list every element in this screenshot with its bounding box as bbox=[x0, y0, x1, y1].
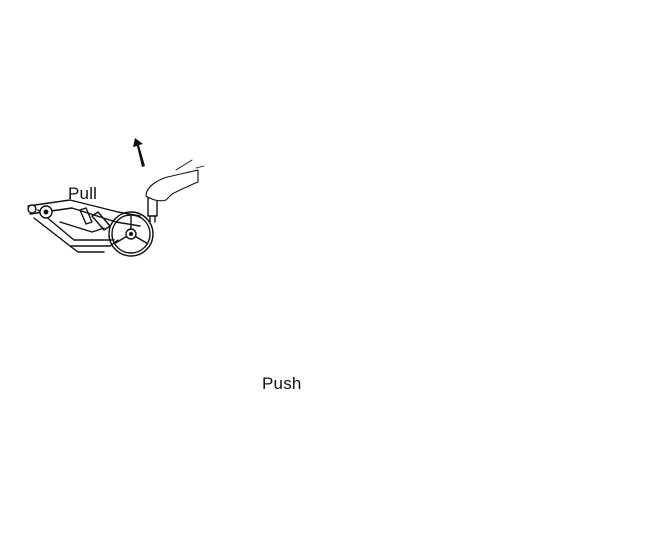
pull-label: Pull bbox=[68, 184, 98, 203]
push-label: Push bbox=[262, 374, 302, 393]
folded-stroller-icon bbox=[27, 138, 205, 257]
